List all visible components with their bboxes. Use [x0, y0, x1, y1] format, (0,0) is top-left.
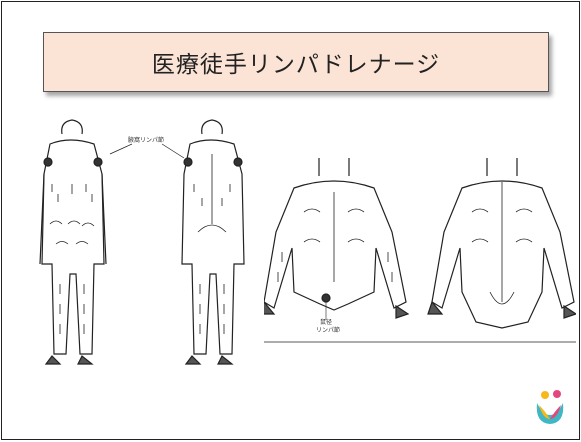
slide-title: 医療徒手リンパドレナージ — [151, 52, 441, 78]
back-body-figure — [181, 119, 245, 365]
title-box: 医療徒手リンパドレナージ — [43, 32, 549, 92]
upper-front-figure — [264, 158, 410, 320]
axillary-node-label: 腋窩リンパ節 — [128, 136, 164, 144]
inguinal-node-label-line1: 鼠径 — [320, 318, 332, 326]
front-body-figure — [39, 119, 107, 365]
inguinal-node-label-line2: リンパ節 — [316, 326, 340, 334]
upper-back-figure — [427, 158, 576, 329]
lymph-drainage-diagram-full-body: 腋窩リンパ節 — [39, 119, 245, 365]
lymph-drainage-diagram-upper-body: 鼠径 リンパ節 — [264, 158, 576, 343]
mascot-logo-icon — [536, 390, 564, 424]
